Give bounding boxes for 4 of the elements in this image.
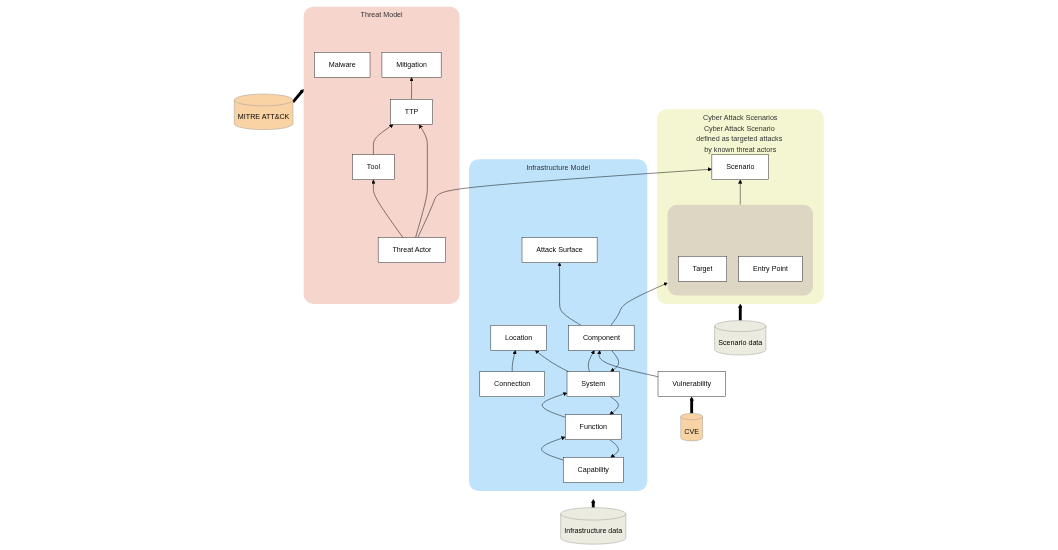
arrow	[689, 396, 694, 413]
arrow	[591, 498, 596, 508]
arrow	[738, 303, 743, 321]
cluster	[667, 204, 813, 296]
